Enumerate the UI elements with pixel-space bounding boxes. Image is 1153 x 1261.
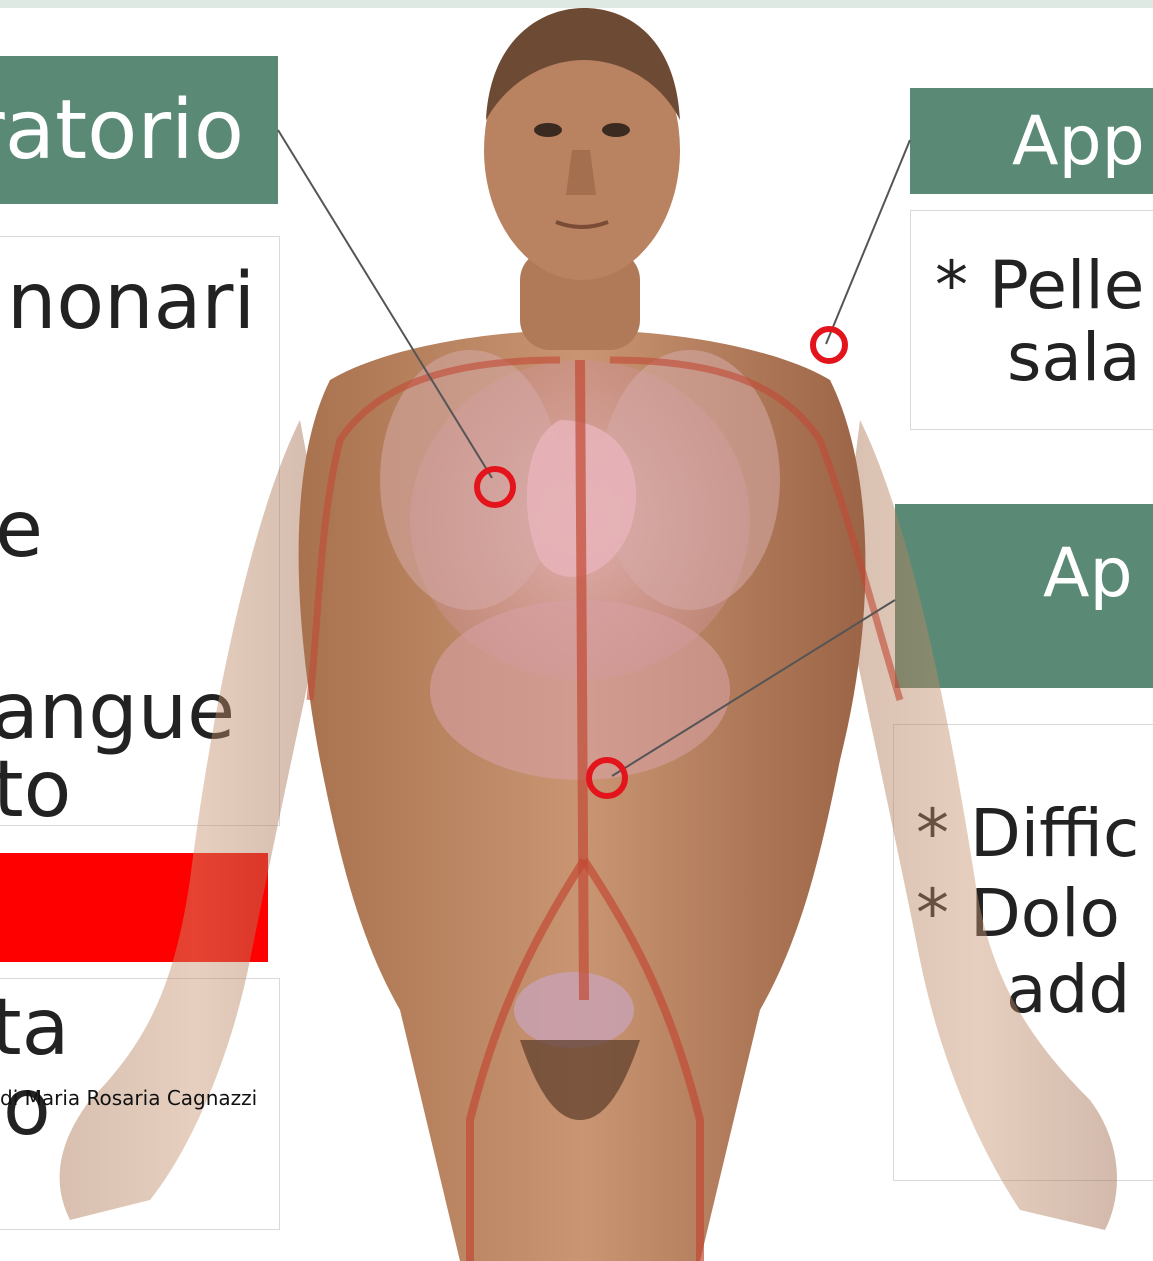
marker-circle-icon — [813, 329, 845, 361]
author-credit: di Maria Rosaria Cagnazzi — [0, 1086, 257, 1110]
